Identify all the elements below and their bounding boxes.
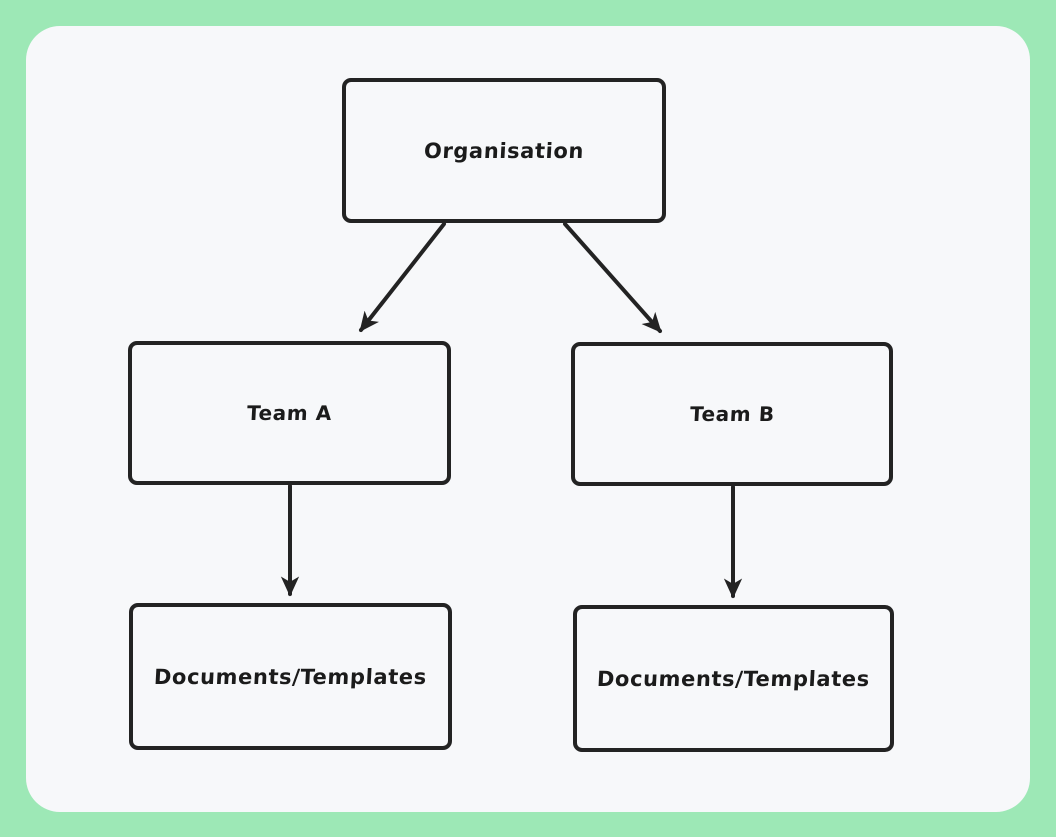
node-team-a[interactable]: Team A — [128, 341, 451, 485]
node-docs-a[interactable]: Documents/Templates — [129, 603, 452, 750]
node-team-b[interactable]: Team B — [571, 342, 893, 486]
node-docs-a-label: Documents/Templates — [153, 664, 428, 689]
node-docs-b-label: Documents/Templates — [596, 666, 871, 691]
node-docs-b[interactable]: Documents/Templates — [573, 605, 894, 752]
node-organisation[interactable]: Organisation — [342, 78, 666, 223]
node-team-a-label: Team A — [246, 401, 333, 425]
node-organisation-label: Organisation — [423, 138, 585, 163]
node-team-b-label: Team B — [689, 402, 775, 426]
